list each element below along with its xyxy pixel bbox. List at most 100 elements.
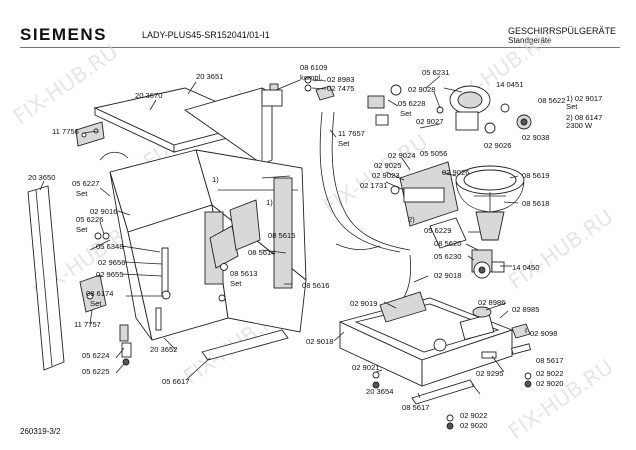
part-label: 08 5622 bbox=[538, 96, 565, 105]
part-label: 05 6617 bbox=[162, 377, 189, 386]
part-label: 02 9098 bbox=[530, 329, 557, 338]
part-label: Set bbox=[338, 139, 350, 148]
tub-housing bbox=[109, 149, 307, 341]
part-label: 14 0451 bbox=[496, 80, 523, 89]
drain-pump bbox=[471, 249, 505, 279]
part-label: 08 5617 bbox=[536, 356, 563, 365]
category-title: GESCHIRRSPÜLGERÄTE bbox=[508, 26, 617, 36]
reference-note-1: 1) bbox=[266, 198, 273, 207]
part-label: Set bbox=[230, 279, 242, 288]
part-label: 11 7657 bbox=[338, 129, 365, 138]
part-label: 20 3652 bbox=[150, 345, 177, 354]
part-label: Set bbox=[76, 225, 88, 234]
part-label: 02 9655 bbox=[96, 270, 123, 279]
inlet-valve bbox=[367, 84, 402, 126]
part-label: 14 0450 bbox=[512, 263, 539, 272]
part-label: 02 9022 bbox=[460, 411, 487, 420]
part-label: 05 5056 bbox=[420, 149, 447, 158]
part-label: 02 9021 bbox=[352, 363, 379, 372]
part-label: 02 7475 bbox=[327, 84, 354, 93]
part-label: 2) 08 6147 bbox=[566, 113, 602, 122]
brand-logo: SIEMENS bbox=[20, 25, 108, 44]
part-label: Set bbox=[566, 102, 578, 111]
part-label: 02 9026 bbox=[484, 141, 511, 150]
base-pan bbox=[338, 291, 514, 387]
part-label: 02 9022 bbox=[536, 369, 563, 378]
part-number-labels: 20 3651 20 3670 11 7756 20 3650 05 6227 … bbox=[28, 63, 602, 430]
sump-heater bbox=[455, 165, 525, 241]
part-label: 02 9020 bbox=[536, 379, 563, 388]
part-label: 1) 02 9017 bbox=[566, 94, 602, 103]
part-label: 02 9016 bbox=[90, 207, 117, 216]
part-label: 08 5620 bbox=[434, 239, 461, 248]
part-label: 05 6229 bbox=[424, 226, 451, 235]
part-label: 11 7756 bbox=[52, 127, 79, 136]
part-label: 05 6231 bbox=[422, 68, 449, 77]
back-panel bbox=[183, 87, 273, 165]
part-label: 08 5613 bbox=[230, 269, 257, 278]
part-label: 20 3670 bbox=[135, 91, 162, 100]
part-label: 08 5615 bbox=[268, 231, 295, 240]
door-latch bbox=[79, 274, 107, 313]
part-label: Set bbox=[400, 109, 412, 118]
watermark-text: FIX-HUB.RU bbox=[504, 205, 617, 294]
reference-note-1: 1) bbox=[212, 175, 219, 184]
part-label: 20 3654 bbox=[366, 387, 393, 396]
part-label: 05 6226 bbox=[76, 215, 103, 224]
aquastop-valve bbox=[261, 76, 335, 107]
part-label: 02 9295 bbox=[476, 369, 503, 378]
part-label: 02 9024 bbox=[388, 151, 415, 160]
drawing-number: 260319-3/2 bbox=[20, 427, 61, 436]
part-label: 08 6174 bbox=[86, 289, 113, 298]
part-label: 02 9019 bbox=[350, 299, 377, 308]
part-label: 20 3650 bbox=[28, 173, 55, 182]
part-label: 05 6225 bbox=[82, 367, 109, 376]
regeneration-housing bbox=[436, 85, 532, 134]
float-switch bbox=[472, 306, 492, 318]
part-label: 08 5618 bbox=[522, 199, 549, 208]
part-label: 02 1731 bbox=[360, 181, 387, 190]
part-label: 02 9018 bbox=[434, 271, 461, 280]
part-label: 05 6230 bbox=[434, 252, 461, 261]
part-label: 11 7757 bbox=[74, 320, 101, 329]
part-label: 02 9020 bbox=[460, 421, 487, 430]
header-rule bbox=[20, 47, 620, 48]
hinge-bracket bbox=[75, 121, 105, 147]
part-label: 05 6228 bbox=[398, 99, 425, 108]
subcategory-title: Standgeräte bbox=[508, 36, 552, 45]
part-label: 05 6224 bbox=[82, 351, 109, 360]
part-label: 2300 W bbox=[566, 121, 593, 130]
part-label: kompl. bbox=[300, 73, 322, 82]
side-panel bbox=[27, 185, 65, 371]
small-fasteners bbox=[372, 323, 532, 430]
part-label: 08 5614 bbox=[248, 248, 275, 257]
switch-parts bbox=[119, 324, 132, 366]
part-label: 02 9038 bbox=[522, 133, 549, 142]
part-label: 02 8986 bbox=[478, 298, 505, 307]
part-label: 02 9025 bbox=[374, 161, 401, 170]
part-label: 05 6227 bbox=[72, 179, 99, 188]
plinth-strip bbox=[201, 329, 289, 361]
part-label: Set bbox=[76, 189, 88, 198]
part-label: 02 9023 bbox=[372, 171, 399, 180]
part-label: 02 8983 bbox=[327, 75, 354, 84]
part-label: Set bbox=[90, 299, 102, 308]
part-label: 02 9027 bbox=[416, 117, 443, 126]
part-label: 02 9656 bbox=[98, 258, 125, 267]
part-label: 02 9026 bbox=[442, 168, 469, 177]
part-label: 02 8985 bbox=[512, 305, 539, 314]
part-label: 02 9028 bbox=[408, 85, 435, 94]
part-label: 08 6109 bbox=[300, 63, 327, 72]
part-label: 08 5617 bbox=[402, 403, 429, 412]
part-label: 08 5619 bbox=[522, 171, 549, 180]
reference-note-2: 2) bbox=[408, 215, 415, 224]
leader-lines bbox=[39, 75, 527, 399]
door-spring-set bbox=[89, 232, 111, 251]
part-label: 02 9018 bbox=[306, 337, 333, 346]
part-label: 20 3651 bbox=[196, 72, 223, 81]
hoses bbox=[319, 111, 412, 307]
model-number: LADY-PLUS45-SR152041/01-I1 bbox=[142, 30, 270, 40]
part-label: 05 6348 bbox=[96, 242, 123, 251]
